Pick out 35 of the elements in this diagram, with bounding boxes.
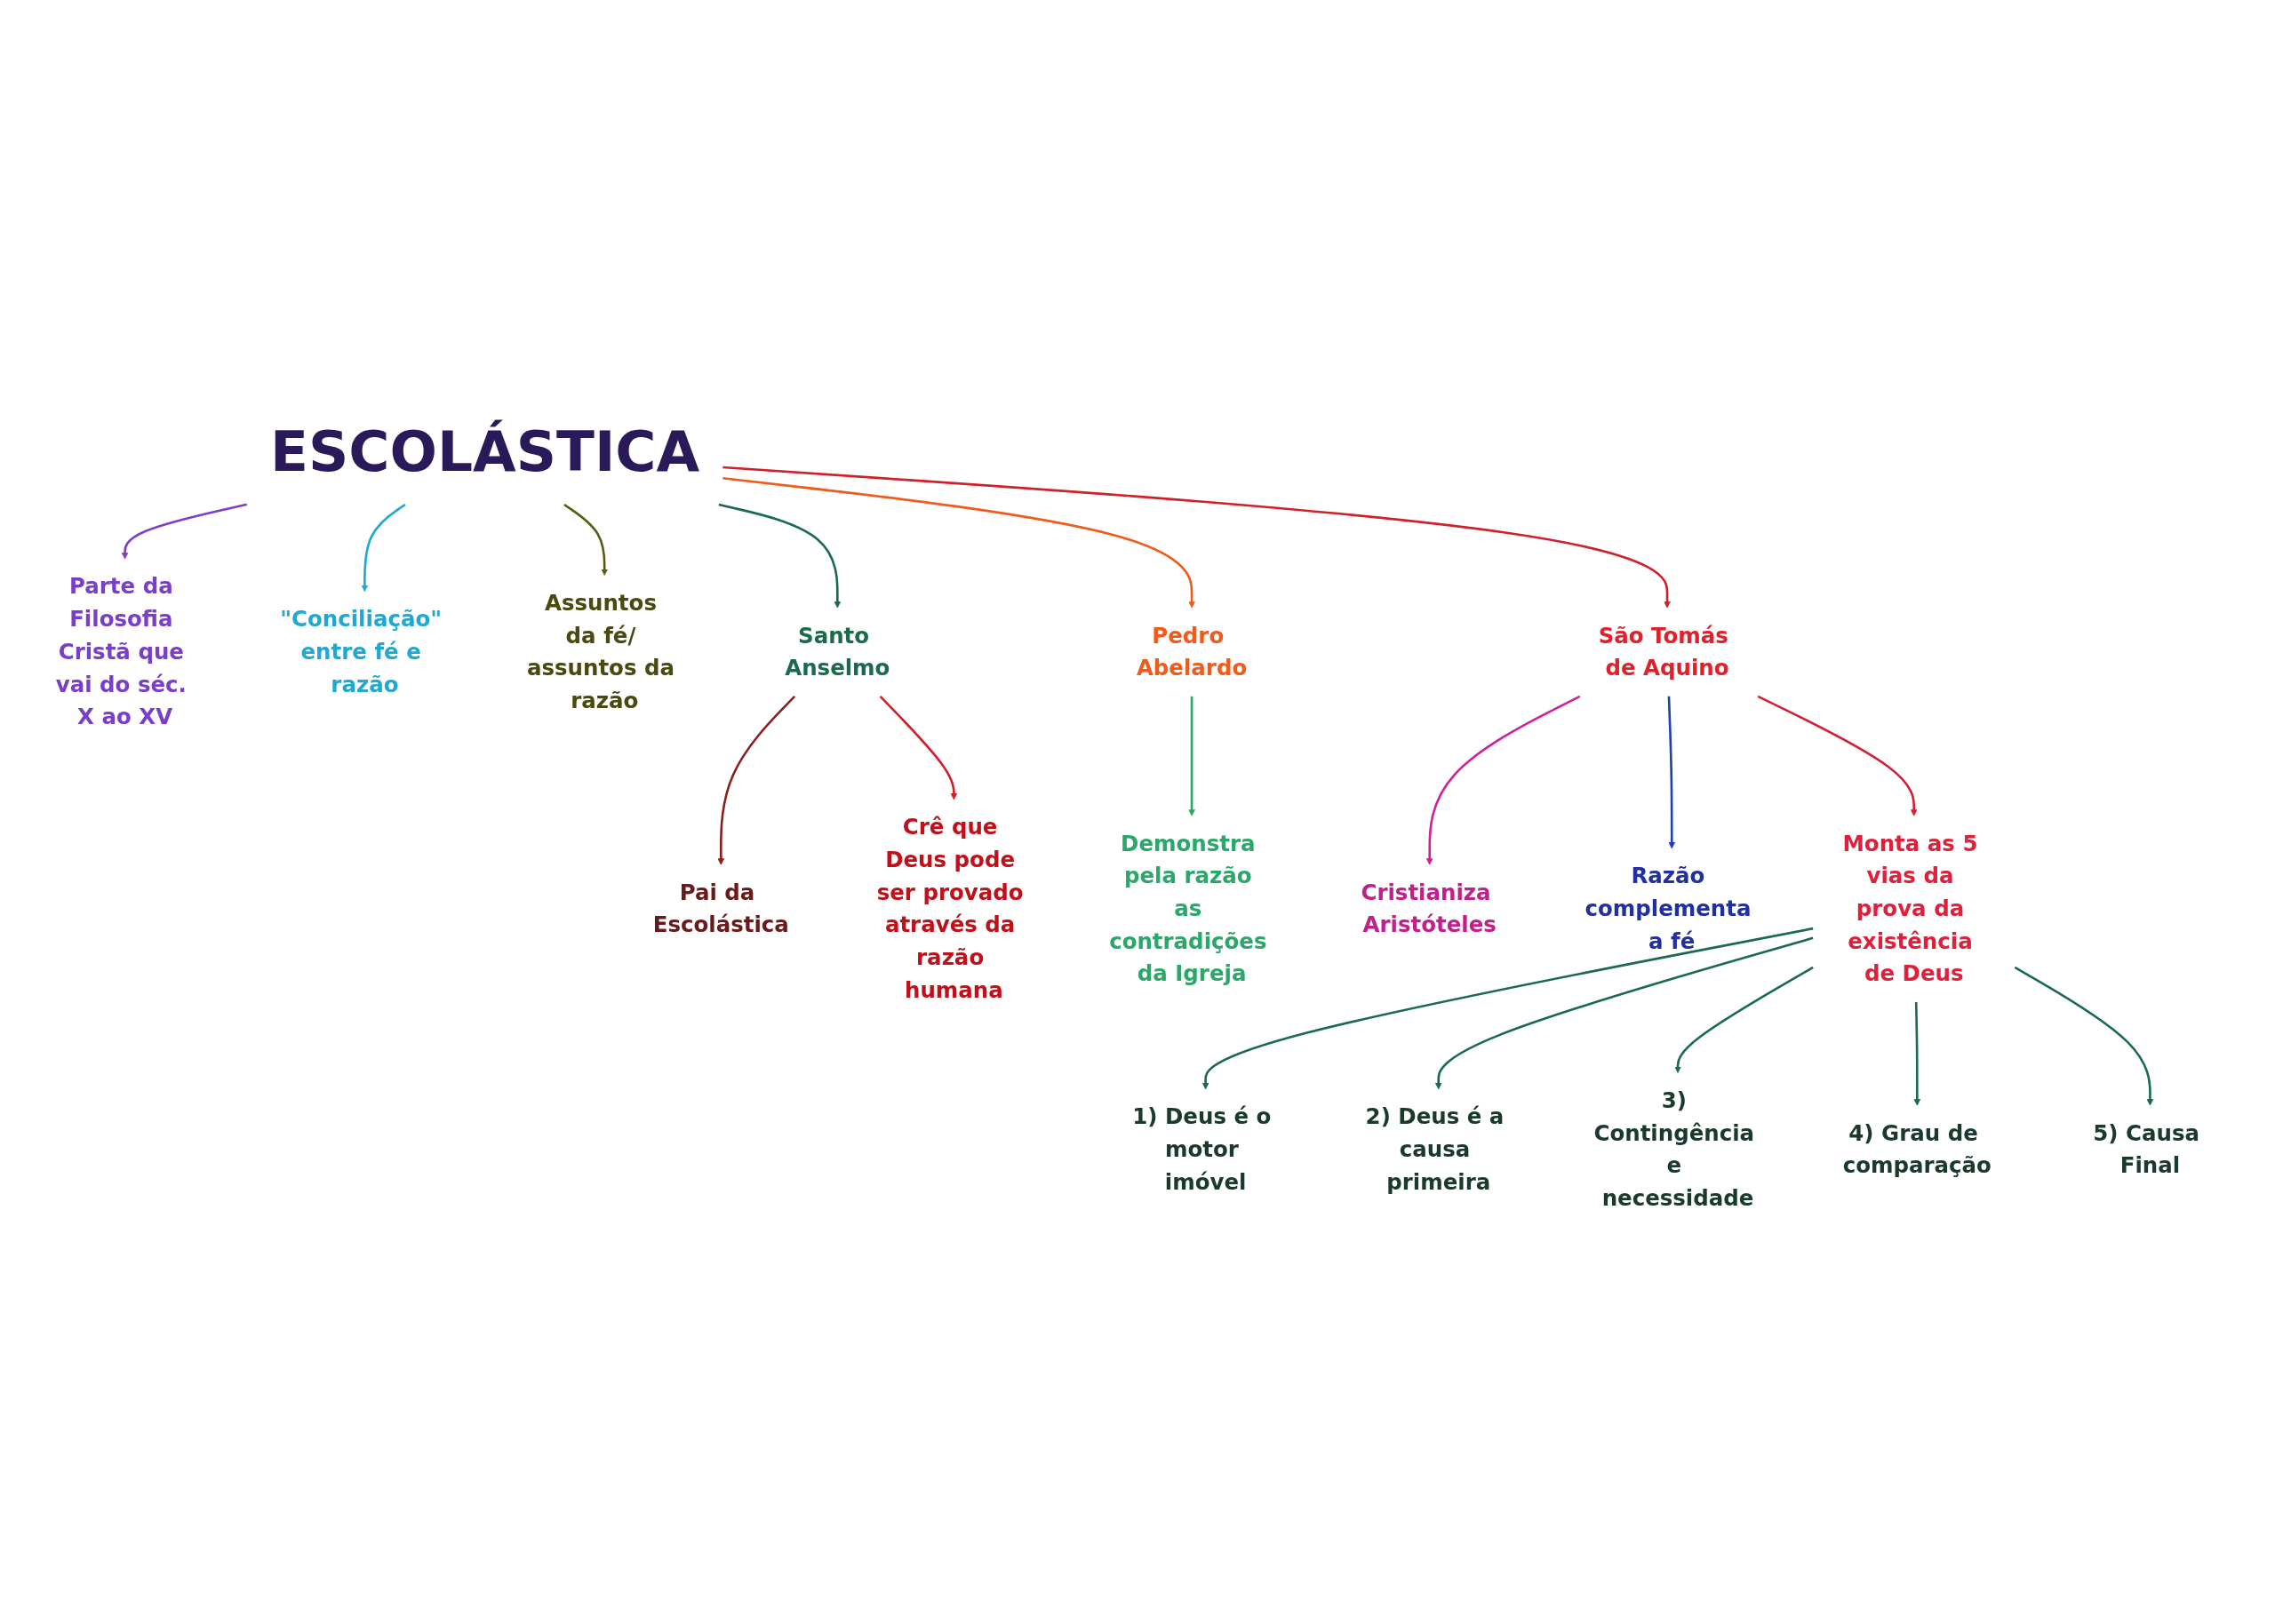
arrow bbox=[717, 695, 796, 865]
arrow bbox=[1667, 696, 1676, 849]
node-text: Demonstra pela razão as contradições da Igreja bbox=[1109, 830, 1267, 987]
node-text: 4) Grau de comparação bbox=[1842, 1119, 1992, 1179]
node-text: 5) Causa Final bbox=[2093, 1119, 2199, 1179]
arrow bbox=[722, 477, 1195, 609]
node-text: 1) Deus é o motor imóvel bbox=[1132, 1103, 1272, 1195]
node-text: São Tomás de Aquino bbox=[1598, 622, 1729, 681]
arrow bbox=[1201, 927, 1814, 1090]
node-text: Monta as 5 vias da prova da existência de Deus bbox=[1842, 830, 1978, 987]
arrow bbox=[1674, 966, 1814, 1073]
arrow bbox=[1425, 695, 1581, 865]
node-text: "Conciliação" entre fé e razão bbox=[280, 606, 442, 697]
arrow bbox=[121, 503, 248, 560]
node-text: 3) Contingência e necessidade bbox=[1593, 1087, 1755, 1212]
node-text: Santo Anselmo bbox=[785, 622, 890, 681]
arrow bbox=[718, 503, 842, 609]
arrow bbox=[361, 503, 406, 593]
arrow bbox=[2014, 966, 2154, 1106]
node-text: Cristianiza Aristóteles bbox=[1361, 880, 1497, 938]
arrow bbox=[879, 695, 958, 800]
arrow bbox=[1434, 936, 1814, 1090]
arrow bbox=[563, 503, 609, 576]
arrow bbox=[1913, 1002, 1921, 1106]
node-text: Crê que Deus pode ser provado através da razão humana bbox=[876, 814, 1024, 1003]
arrow bbox=[722, 466, 1671, 609]
node-text: Razão complementa a fé bbox=[1585, 863, 1752, 954]
arrow bbox=[1757, 695, 1918, 816]
node-text: Parte da Filosofia Cristã que vai do séc. X ao XV bbox=[55, 573, 187, 730]
node-text: Pedro Abelardo bbox=[1136, 622, 1248, 681]
node-text: Pai da Escolástica bbox=[652, 880, 789, 938]
node-text: Assuntos da fé/ assuntos da razão bbox=[526, 590, 675, 714]
node-text: 2) Deus é a causa primeira bbox=[1365, 1103, 1505, 1195]
node-text: ESCOLÁSTICA bbox=[269, 418, 700, 484]
arrow bbox=[1188, 696, 1195, 816]
